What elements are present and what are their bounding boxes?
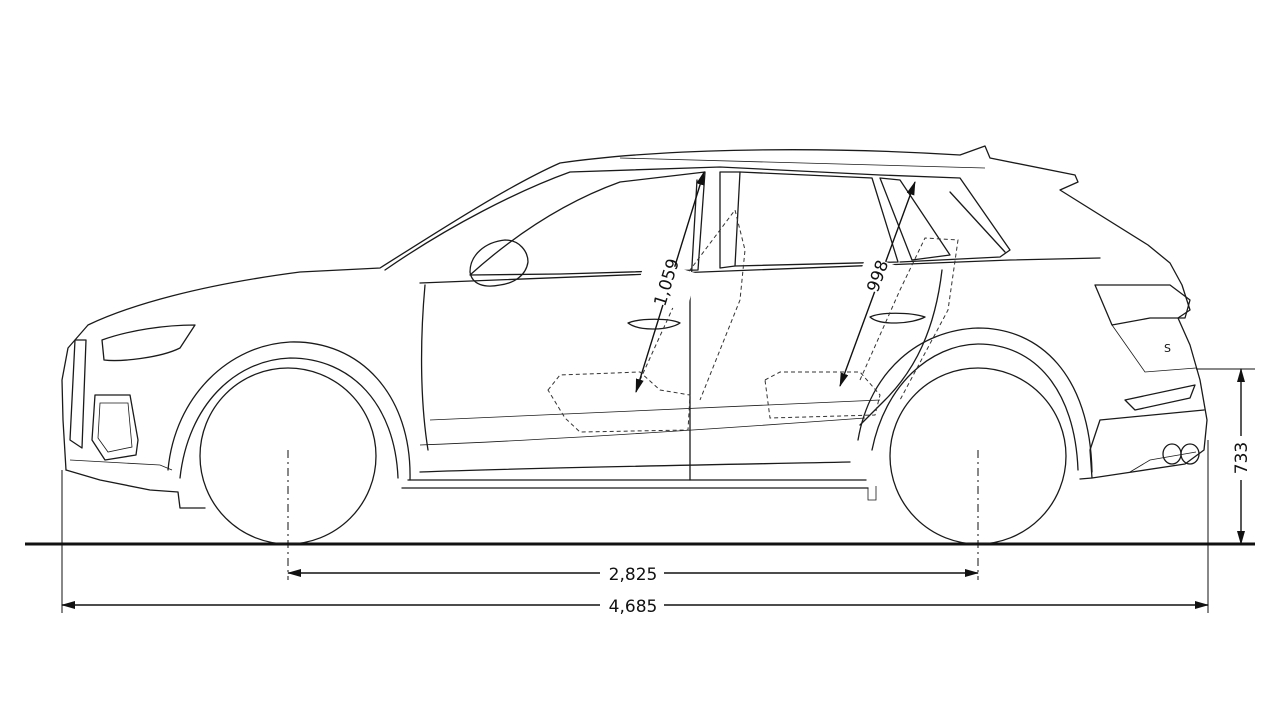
wheelbase-label: 2,825 bbox=[609, 565, 658, 585]
side-mirror bbox=[469, 239, 529, 287]
front-fascia bbox=[69, 324, 196, 461]
car-body bbox=[61, 145, 1208, 509]
seats-hidden-lines bbox=[547, 208, 959, 433]
wheel-arches bbox=[167, 327, 1093, 481]
wheelbase-dimension: 2,825 bbox=[287, 562, 979, 585]
doors bbox=[419, 179, 943, 481]
front-headroom-dimension: 1,059 bbox=[634, 171, 705, 393]
rear-height-dimension: 733 bbox=[1230, 368, 1252, 545]
overall-length-dimension: 4,685 bbox=[61, 594, 1209, 617]
rear-fascia: S bbox=[1094, 284, 1200, 465]
rear-height-label: 733 bbox=[1232, 442, 1252, 474]
rear-headroom-dimension: 998 bbox=[839, 181, 916, 387]
overall-length-label: 4,685 bbox=[609, 597, 658, 617]
greenhouse bbox=[384, 157, 1101, 284]
svg-text:S: S bbox=[1164, 342, 1171, 355]
